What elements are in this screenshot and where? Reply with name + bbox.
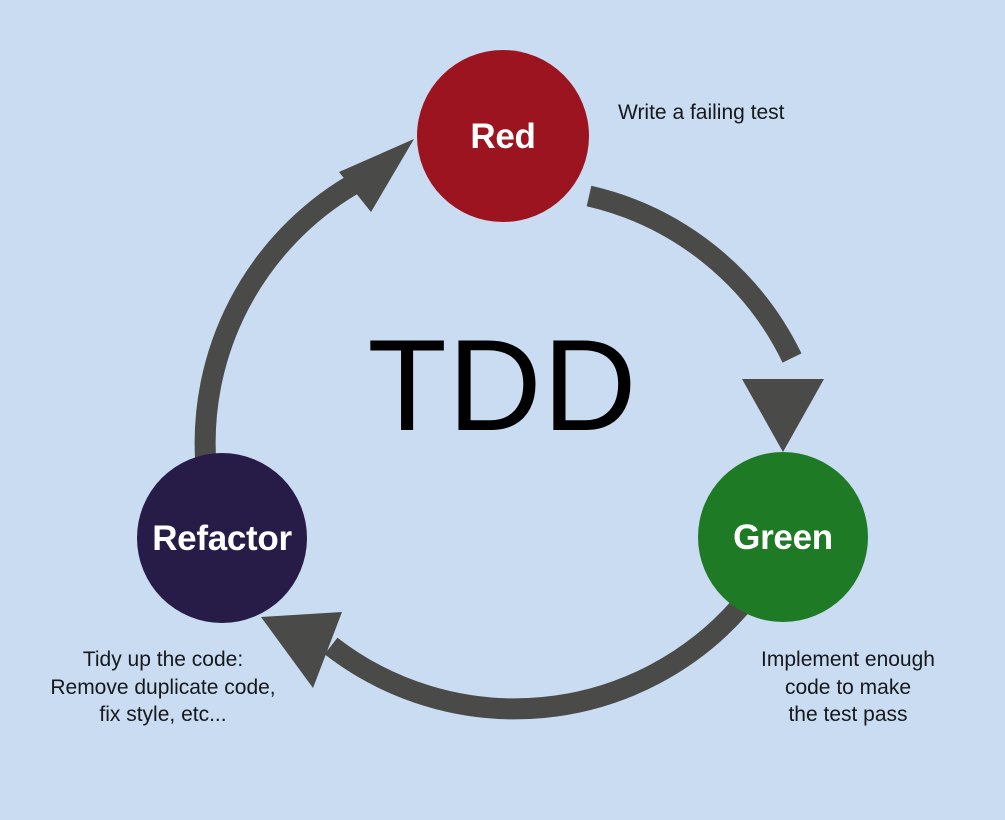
caption-refactor: Tidy up the code: Remove duplicate code,… — [33, 646, 293, 729]
arrow-green-to-refactor — [261, 600, 748, 720]
diagram-center-title: TDD — [367, 312, 638, 458]
arrow-red-to-green — [586, 185, 824, 452]
caption-green: Implement enough code to make the test p… — [748, 646, 948, 729]
caption-red-line-1: Write a failing test — [618, 101, 785, 124]
caption-green-line-3: the test pass — [788, 703, 908, 727]
arrow-green-to-refactor-head — [261, 612, 342, 688]
arrow-refactor-to-red-head — [339, 139, 414, 212]
arrow-refactor-to-red — [194, 139, 414, 467]
arrow-red-to-green-head — [742, 379, 824, 452]
caption-refactor-line-3: fix style, etc... — [99, 703, 227, 727]
node-refactor[interactable]: Refactor — [137, 453, 307, 623]
caption-refactor-line-1: Tidy up the code: — [82, 648, 244, 671]
caption-refactor-line-2: Remove duplicate code, — [50, 675, 276, 699]
arrow-red-to-green-arc — [586, 185, 802, 363]
arrow-refactor-to-red-arc — [194, 175, 358, 467]
arrow-green-to-refactor-arc — [324, 600, 748, 720]
caption-green-line-2: code to make — [784, 675, 912, 699]
node-green[interactable]: Green — [698, 452, 868, 622]
node-red-label: Red — [470, 116, 536, 156]
node-red[interactable]: Red — [417, 50, 589, 222]
caption-green-line-1: Implement enough — [761, 648, 935, 671]
node-refactor-label: Refactor — [152, 518, 292, 558]
node-green-label: Green — [733, 517, 833, 557]
caption-red: Write a failing test — [618, 99, 785, 127]
